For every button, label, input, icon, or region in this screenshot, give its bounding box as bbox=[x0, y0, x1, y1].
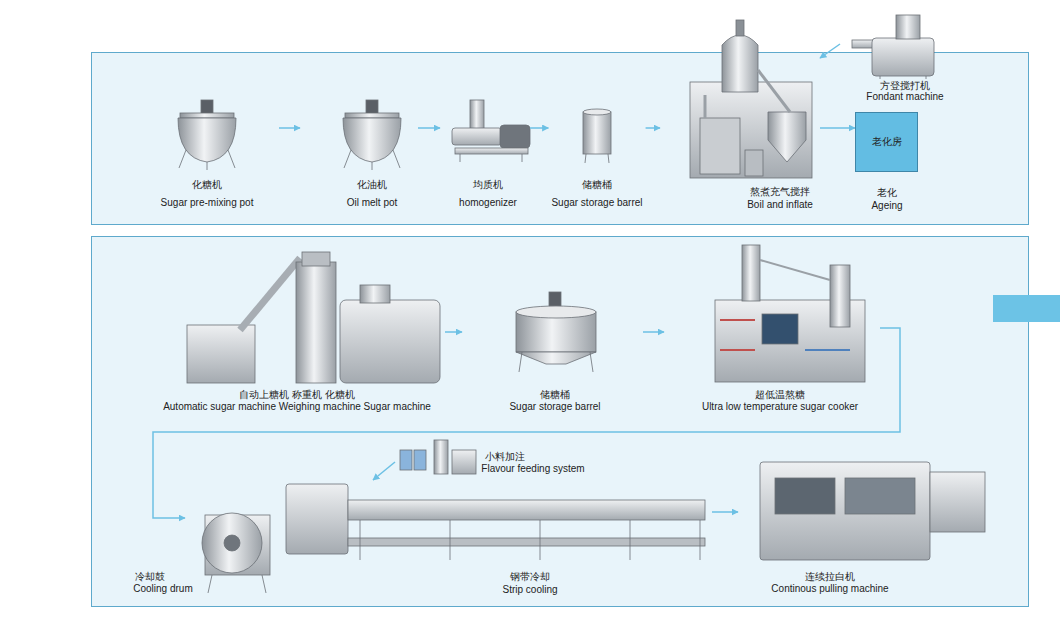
station-label: 自动上糖机 称重机 化糖机 bbox=[239, 389, 355, 400]
station-label: Cooling drum bbox=[133, 583, 192, 594]
station: 储糖桶Sugar storage barrel bbox=[462, 290, 643, 416]
station: 储糖桶 Sugar storage barrel bbox=[548, 98, 645, 214]
drum-picture bbox=[202, 513, 270, 593]
station-label: 化糖机 bbox=[192, 179, 222, 190]
station-label: 小料加注 bbox=[485, 451, 525, 462]
station-label: 超低温熬糖 bbox=[755, 389, 805, 400]
flow-arrow bbox=[820, 44, 840, 58]
station-label: 连续拉白机 bbox=[805, 571, 855, 582]
station-label: 熬煮充气搅拌 bbox=[750, 186, 810, 197]
station: 熬煮充气搅拌 Boil and inflate bbox=[660, 15, 820, 214]
station-label: Fondant machine bbox=[866, 91, 943, 102]
station-label: 老化 bbox=[877, 187, 897, 198]
station: 均质机 homogenizer bbox=[440, 98, 530, 214]
cooker-picture bbox=[690, 20, 812, 178]
homogenizer-picture bbox=[452, 100, 530, 162]
flavour-picture bbox=[400, 440, 476, 474]
station-label: homogenizer bbox=[459, 197, 517, 208]
station-label: Boil and inflate bbox=[747, 199, 813, 210]
station-label: Continous pulling machine bbox=[771, 583, 888, 594]
panel bbox=[92, 53, 1029, 225]
flow-arrow bbox=[646, 127, 660, 129]
station: 连续拉白机Continous pulling machine bbox=[738, 460, 990, 598]
barrel-picture bbox=[516, 292, 596, 372]
station-label: 冷却鼓 bbox=[135, 571, 165, 582]
station-label: 钢带冷却 bbox=[510, 571, 550, 582]
flow-arrow bbox=[418, 127, 440, 129]
station-label: 储糖桶 bbox=[582, 179, 612, 190]
side-tab bbox=[993, 295, 1060, 322]
station-label: 老化房 bbox=[872, 136, 902, 147]
station-label: Flavour feeding system bbox=[481, 463, 584, 474]
flow-arrow bbox=[279, 127, 300, 129]
flow-arrow bbox=[820, 127, 855, 129]
flow-arrow bbox=[153, 328, 900, 518]
strip-picture bbox=[286, 484, 705, 560]
station: 方登搅打机Fondant machine bbox=[840, 12, 975, 104]
station: 化糖机 Sugar pre-mixing pot bbox=[150, 98, 279, 214]
station: 钢带冷却 Strip cooling bbox=[285, 480, 712, 598]
station: 超低温熬糖Ultra low temperature sugar cooker bbox=[664, 236, 880, 416]
kettle-picture bbox=[343, 100, 401, 170]
station: 化油机 Oil melt pot bbox=[300, 98, 418, 214]
feeder-picture bbox=[187, 252, 440, 383]
cooker-picture bbox=[715, 245, 865, 382]
station-label: Ultra low temperature sugar cooker bbox=[702, 401, 858, 412]
station-label: Sugar storage barrel bbox=[551, 197, 642, 208]
flow-arrow bbox=[445, 331, 462, 333]
flow-arrow bbox=[712, 511, 738, 513]
station-label: 均质机 bbox=[473, 179, 503, 190]
station: 小料加注Flavour feeding system bbox=[395, 438, 600, 478]
station-label: Strip cooling bbox=[502, 584, 557, 595]
barrel-picture bbox=[583, 109, 611, 163]
station-label: Ageing bbox=[871, 200, 902, 211]
station-label: Oil melt pot bbox=[347, 197, 398, 208]
flow-arrow bbox=[530, 127, 548, 129]
station: 自动上糖机 称重机 化糖机Automatic sugar machine Wei… bbox=[150, 248, 445, 416]
station-label: Sugar pre-mixing pot bbox=[161, 197, 254, 208]
station-label: 储糖桶 bbox=[540, 389, 570, 400]
panel bbox=[92, 237, 1029, 607]
ageing-room: 老化房老化Ageing bbox=[855, 112, 918, 172]
kettle-picture bbox=[178, 100, 236, 170]
station-label: 化油机 bbox=[357, 179, 387, 190]
puller-picture bbox=[760, 462, 985, 560]
station-label: 方登搅打机 bbox=[880, 80, 930, 91]
station-label: Automatic sugar machine Weighing machine… bbox=[163, 401, 431, 412]
station: 冷却鼓Cooling drum bbox=[185, 500, 280, 600]
fondant-picture bbox=[852, 15, 934, 79]
flow-arrow bbox=[643, 331, 664, 333]
station-label: Sugar storage barrel bbox=[509, 401, 600, 412]
flow-arrow bbox=[373, 462, 395, 480]
